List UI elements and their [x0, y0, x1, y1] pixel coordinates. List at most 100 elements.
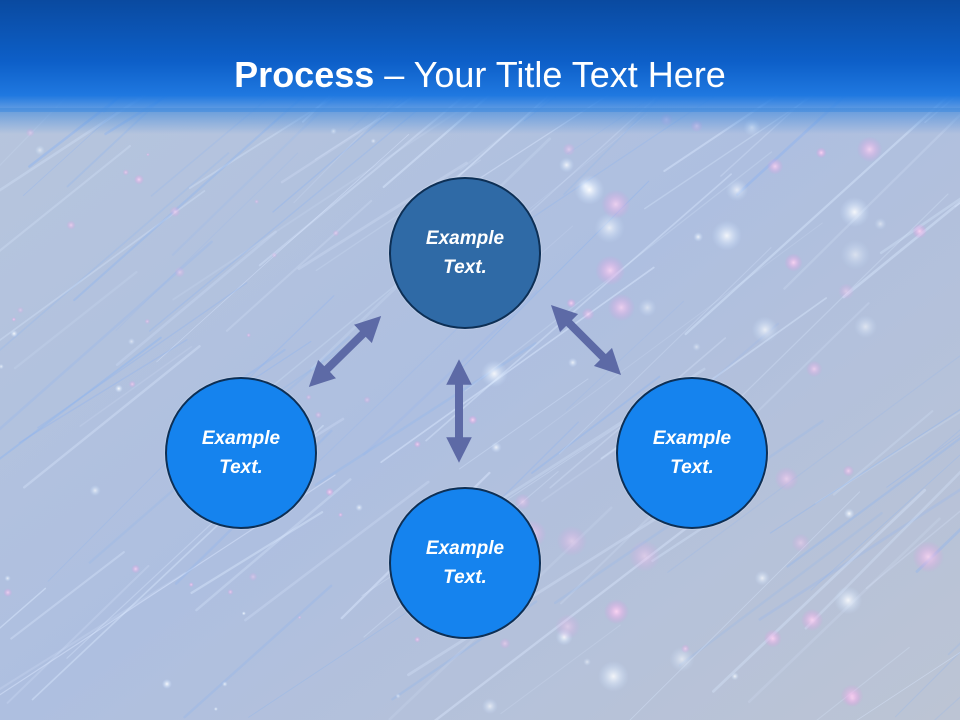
light-dot: [499, 637, 511, 650]
process-node-left: Example Text.: [165, 377, 317, 529]
fiber-strand: [458, 378, 589, 470]
fiber-strand: [531, 375, 661, 474]
light-dot: [297, 615, 302, 620]
fiber-strand: [895, 651, 960, 718]
title-dash: –: [374, 54, 414, 95]
process-node-right: Example Text.: [616, 377, 768, 529]
light-dot: [912, 223, 927, 239]
fiber-strand: [0, 587, 47, 629]
node-right-line1: Example: [652, 428, 732, 449]
light-dot: [3, 588, 13, 597]
light-dot: [146, 152, 150, 157]
light-dot: [131, 564, 141, 574]
fiber-strand: [865, 510, 960, 590]
light-dot: [254, 199, 259, 204]
light-dot: [246, 332, 251, 338]
node-top-line1: Example: [425, 228, 505, 249]
light-dot: [766, 158, 784, 175]
light-dot: [597, 660, 629, 692]
light-dot: [0, 363, 4, 370]
node-bottom-line1: Example: [425, 538, 505, 559]
fiber-strand: [148, 110, 417, 332]
title-bar-fade: [0, 108, 960, 134]
light-dot: [730, 672, 739, 681]
fiber-strand: [832, 410, 934, 496]
light-dot: [188, 582, 194, 588]
fiber-strand: [10, 551, 125, 640]
fiber-strand: [529, 222, 823, 441]
light-dot: [161, 678, 173, 690]
light-dot: [413, 440, 421, 448]
light-dot: [574, 174, 605, 205]
fiber-strand: [0, 572, 187, 691]
fiber-strand: [0, 336, 162, 460]
light-dot: [763, 629, 782, 648]
light-dot: [751, 316, 779, 343]
light-dot: [562, 142, 576, 156]
light-dot: [800, 608, 824, 632]
fiber-strand: [667, 355, 960, 573]
fiber-strand: [195, 478, 352, 612]
light-dot: [355, 503, 363, 512]
light-dot: [693, 232, 704, 242]
light-dot: [414, 636, 421, 643]
light-dot: [213, 706, 218, 712]
node-bottom-line2: Text.: [443, 567, 487, 588]
arrow-top-left: [308, 316, 382, 387]
light-dot: [838, 283, 855, 300]
fiber-strand: [758, 488, 960, 621]
light-dot: [669, 646, 695, 672]
fiber-strand: [115, 152, 299, 331]
light-dot: [241, 611, 246, 616]
light-dot: [133, 174, 145, 185]
light-dot: [555, 614, 581, 640]
light-dot: [815, 147, 827, 159]
light-dot: [370, 138, 377, 144]
light-dot: [791, 533, 810, 553]
fiber-strand: [244, 480, 430, 622]
title-text: Your Title Text Here: [413, 54, 726, 95]
light-dot: [692, 342, 701, 352]
light-dot: [784, 253, 803, 272]
light-dot: [583, 657, 592, 666]
light-dot: [754, 570, 770, 586]
light-dot: [628, 540, 661, 572]
light-dot: [481, 698, 498, 715]
process-node-top: Example Text.: [389, 177, 541, 329]
fiber-strand: [712, 488, 927, 693]
light-dot: [595, 255, 626, 286]
light-dot: [604, 599, 629, 624]
fiber-strand: [915, 527, 960, 573]
title-bar: [0, 0, 960, 112]
fiber-strand: [886, 434, 960, 488]
light-dot: [856, 136, 883, 163]
light-dot: [711, 220, 743, 251]
light-dot: [114, 384, 123, 393]
light-dot: [912, 541, 944, 573]
light-dot: [325, 487, 334, 497]
light-dot: [128, 380, 136, 388]
light-dot: [314, 411, 322, 419]
light-dot: [248, 572, 258, 582]
fiber-strand: [13, 270, 138, 370]
light-dot: [490, 441, 502, 453]
light-dot: [839, 196, 870, 228]
fiber-strand: [115, 230, 277, 367]
light-dot: [127, 337, 136, 346]
light-dot: [681, 644, 690, 654]
light-dot: [853, 315, 878, 339]
light-dot: [338, 512, 344, 518]
light-dot: [725, 178, 749, 202]
node-top-line2: Text.: [443, 257, 487, 278]
fiber-strand: [629, 491, 861, 720]
fiber-strand: [810, 454, 960, 591]
light-dot: [66, 220, 76, 230]
node-right-line2: Text.: [670, 457, 714, 478]
light-dot: [221, 681, 228, 687]
fiber-strand: [0, 144, 132, 252]
fiber-strand: [786, 436, 960, 568]
light-dot: [305, 394, 312, 401]
fiber-strand: [565, 300, 684, 411]
